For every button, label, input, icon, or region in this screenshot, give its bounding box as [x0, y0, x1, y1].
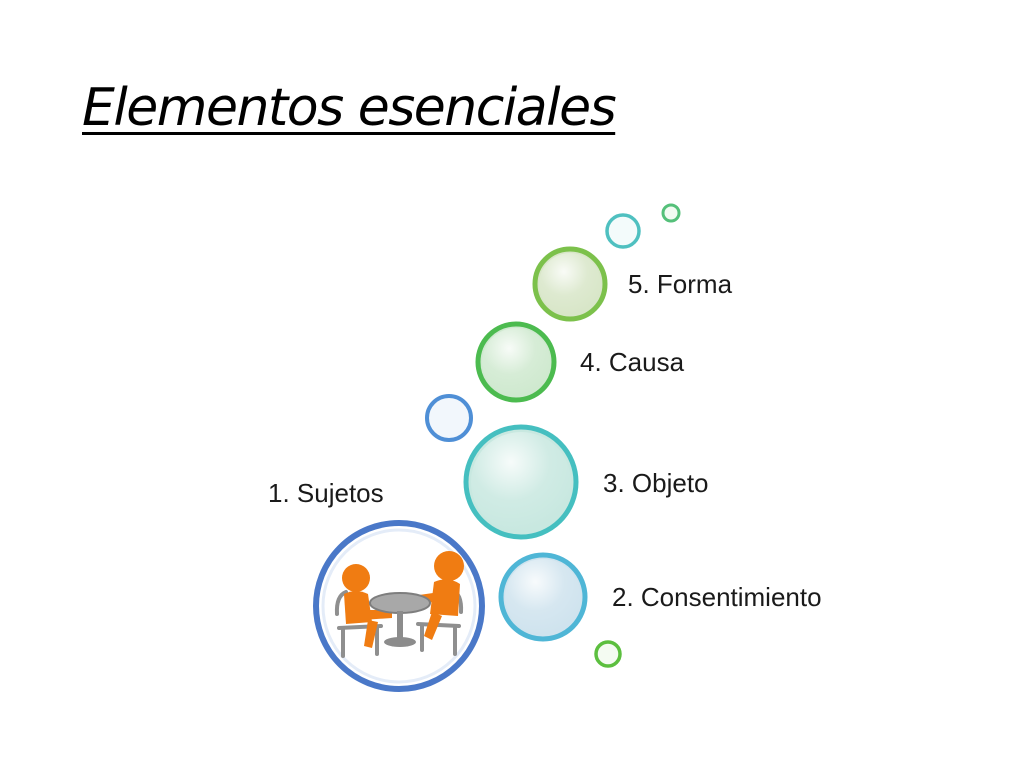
decorative-bubble-small — [425, 394, 473, 442]
label-objeto: 3. Objeto — [603, 468, 709, 498]
bubble-forma — [532, 246, 608, 322]
slide-title: Elementos esenciales — [82, 78, 617, 138]
bubble-consentimiento — [498, 552, 588, 642]
label-consentimiento: 2. Consentimiento — [612, 582, 822, 612]
label-causa: 4. Causa — [580, 347, 685, 377]
decorative-bubble-small — [594, 640, 622, 668]
label-forma: 5. Forma — [628, 269, 733, 299]
bubble-objeto — [463, 424, 579, 540]
meeting-table-people-icon — [334, 551, 464, 658]
decorative-bubble-small — [605, 213, 641, 249]
bubble-causa — [475, 321, 557, 403]
label-sujetos: 1. Sujetos — [268, 478, 384, 508]
decorative-bubble-small — [661, 203, 681, 223]
